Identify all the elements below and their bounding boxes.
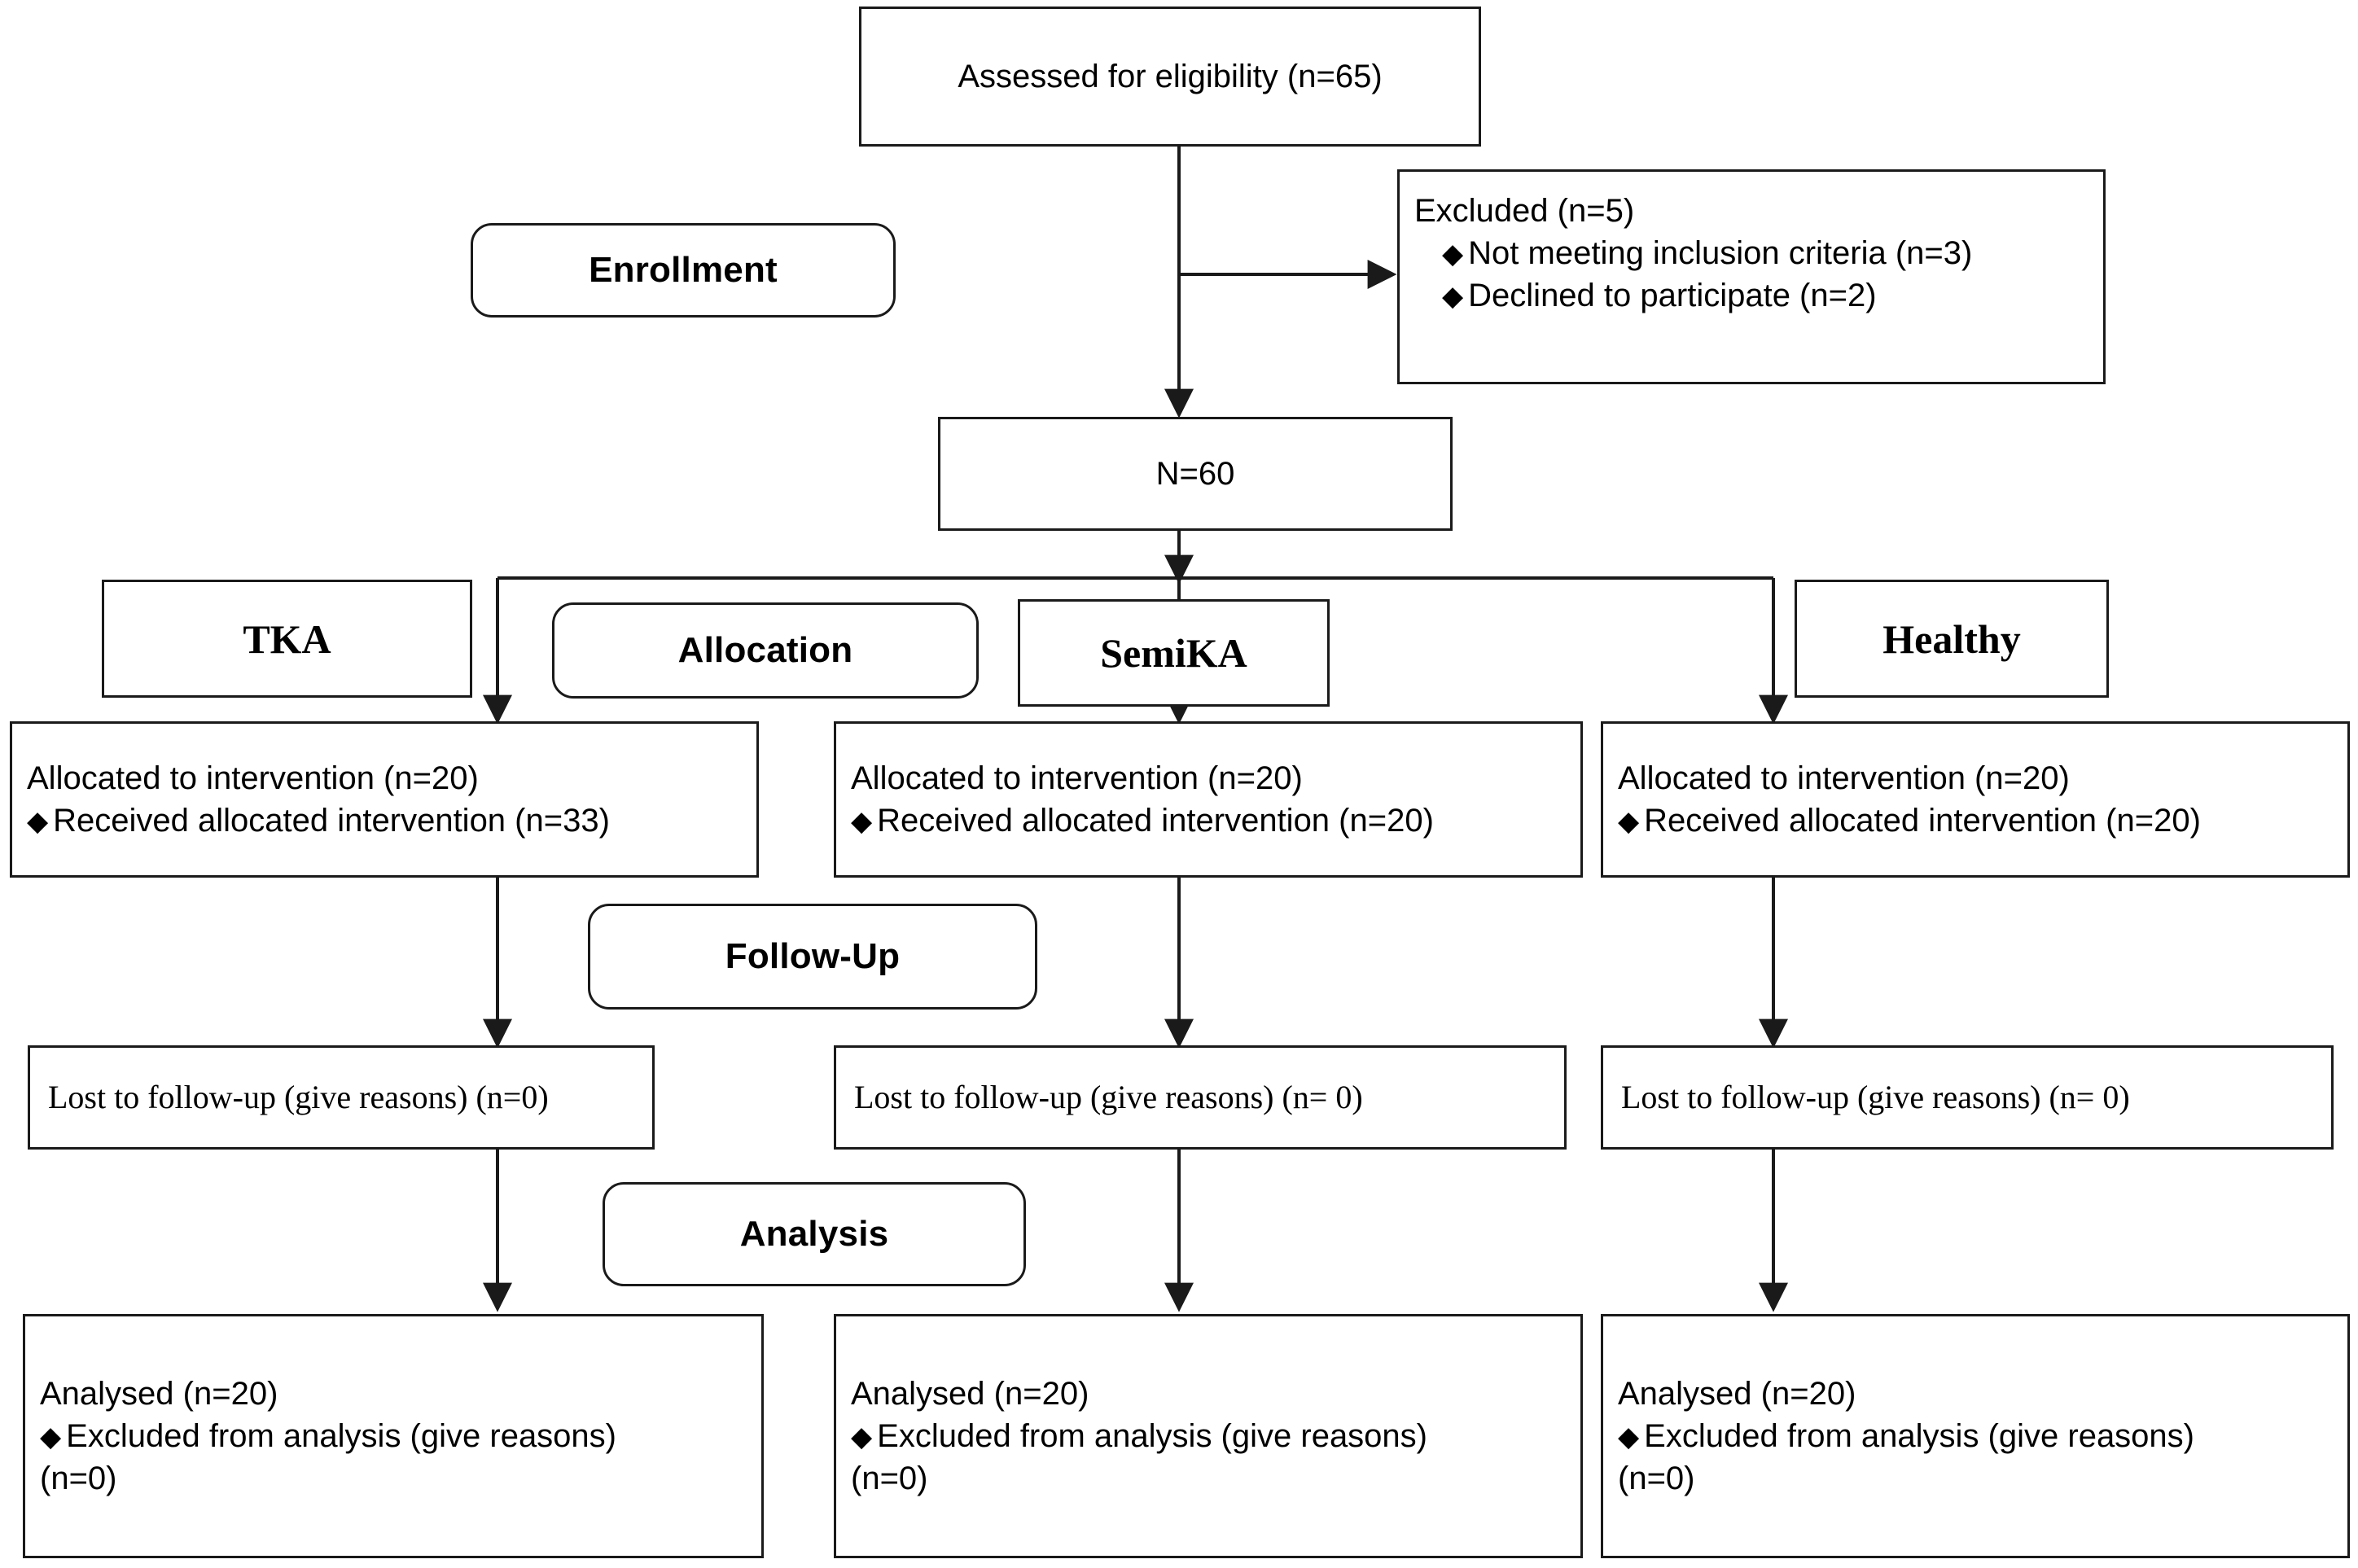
analysis-excluded-text-3: ◆Excluded from analysis (give reasons)	[1618, 1418, 2194, 1454]
diamond-bullet-icon: ◆	[1618, 807, 1640, 837]
analysed-text-2: Analysed (n=20)	[851, 1376, 1089, 1412]
analysis-excluded-count-2: (n=0)	[851, 1461, 928, 1496]
group-semika-text: SemiKA	[1100, 630, 1247, 676]
label-group-tka: TKA	[102, 580, 472, 698]
allocation-label-text: Allocation	[677, 630, 853, 670]
allocated-text-3: Allocated to intervention (n=20)	[1618, 760, 2070, 796]
box-allocation-group-2: Allocated to intervention (n=20) ◆Receiv…	[834, 721, 1583, 878]
received-text-1: ◆Received allocated intervention (n=33)	[27, 803, 610, 839]
excluded-reason-1: ◆Not meeting inclusion criteria (n=3)	[1442, 235, 1973, 271]
box-followup-group-2: Lost to follow-up (give reasons) (n= 0)	[834, 1045, 1567, 1150]
box-analysis-group-2: Analysed (n=20) ◆Excluded from analysis …	[834, 1314, 1583, 1558]
excluded-reason-2: ◆Declined to participate (n=2)	[1442, 278, 1877, 313]
analysis-excluded-text-1: ◆Excluded from analysis (give reasons)	[40, 1418, 616, 1454]
assessed-text: Assessed for eligibility (n=65)	[958, 59, 1383, 94]
box-analysis-group-3: Analysed (n=20) ◆Excluded from analysis …	[1601, 1314, 2350, 1558]
diamond-bullet-icon: ◆	[1442, 282, 1464, 312]
lost-text-1: Lost to follow-up (give reasons) (n=0)	[48, 1079, 549, 1115]
box-analysis-group-1: Analysed (n=20) ◆Excluded from analysis …	[23, 1314, 764, 1558]
analysis-excluded-count-1: (n=0)	[40, 1461, 117, 1496]
group-healthy-text: Healthy	[1882, 615, 2021, 662]
analysis-label-text: Analysis	[739, 1214, 889, 1254]
enrollment-label-text: Enrollment	[589, 250, 778, 290]
followup-label-text: Follow-Up	[725, 936, 901, 976]
received-text-2: ◆Received allocated intervention (n=20)	[851, 803, 1434, 839]
label-followup: Follow-Up	[588, 904, 1037, 1010]
label-analysis: Analysis	[603, 1182, 1026, 1286]
box-allocation-group-3: Allocated to intervention (n=20) ◆Receiv…	[1601, 721, 2350, 878]
excluded-title: Excluded (n=5)	[1414, 193, 1635, 229]
randomized-text: N=60	[1155, 456, 1235, 492]
box-followup-group-1: Lost to follow-up (give reasons) (n=0)	[28, 1045, 655, 1150]
received-text-3: ◆Received allocated intervention (n=20)	[1618, 803, 2201, 839]
box-followup-group-3: Lost to follow-up (give reasons) (n= 0)	[1601, 1045, 2334, 1150]
diamond-bullet-icon: ◆	[40, 1422, 62, 1452]
box-assessed-for-eligibility: Assessed for eligibility (n=65)	[859, 7, 1481, 147]
group-tka-text: TKA	[243, 615, 331, 662]
lost-text-3: Lost to follow-up (give reasons) (n= 0)	[1621, 1079, 2130, 1115]
diamond-bullet-icon: ◆	[851, 807, 873, 837]
diamond-bullet-icon: ◆	[851, 1422, 873, 1452]
label-allocation: Allocation	[552, 602, 979, 699]
analysis-excluded-count-3: (n=0)	[1618, 1461, 1695, 1496]
lost-text-2: Lost to follow-up (give reasons) (n= 0)	[854, 1079, 1363, 1115]
allocated-text-2: Allocated to intervention (n=20)	[851, 760, 1303, 796]
diamond-bullet-icon: ◆	[1442, 239, 1464, 269]
label-group-healthy: Healthy	[1795, 580, 2109, 698]
box-excluded: Excluded (n=5) ◆Not meeting inclusion cr…	[1397, 169, 2106, 384]
diamond-bullet-icon: ◆	[27, 807, 49, 837]
label-group-semika: SemiKA	[1018, 599, 1330, 707]
box-randomized-total: N=60	[938, 417, 1453, 531]
analysis-excluded-text-2: ◆Excluded from analysis (give reasons)	[851, 1418, 1427, 1454]
analysed-text-1: Analysed (n=20)	[40, 1376, 278, 1412]
label-enrollment: Enrollment	[471, 223, 896, 318]
box-allocation-group-1: Allocated to intervention (n=20) ◆Receiv…	[10, 721, 759, 878]
diamond-bullet-icon: ◆	[1618, 1422, 1640, 1452]
analysed-text-3: Analysed (n=20)	[1618, 1376, 1856, 1412]
allocated-text-1: Allocated to intervention (n=20)	[27, 760, 479, 796]
